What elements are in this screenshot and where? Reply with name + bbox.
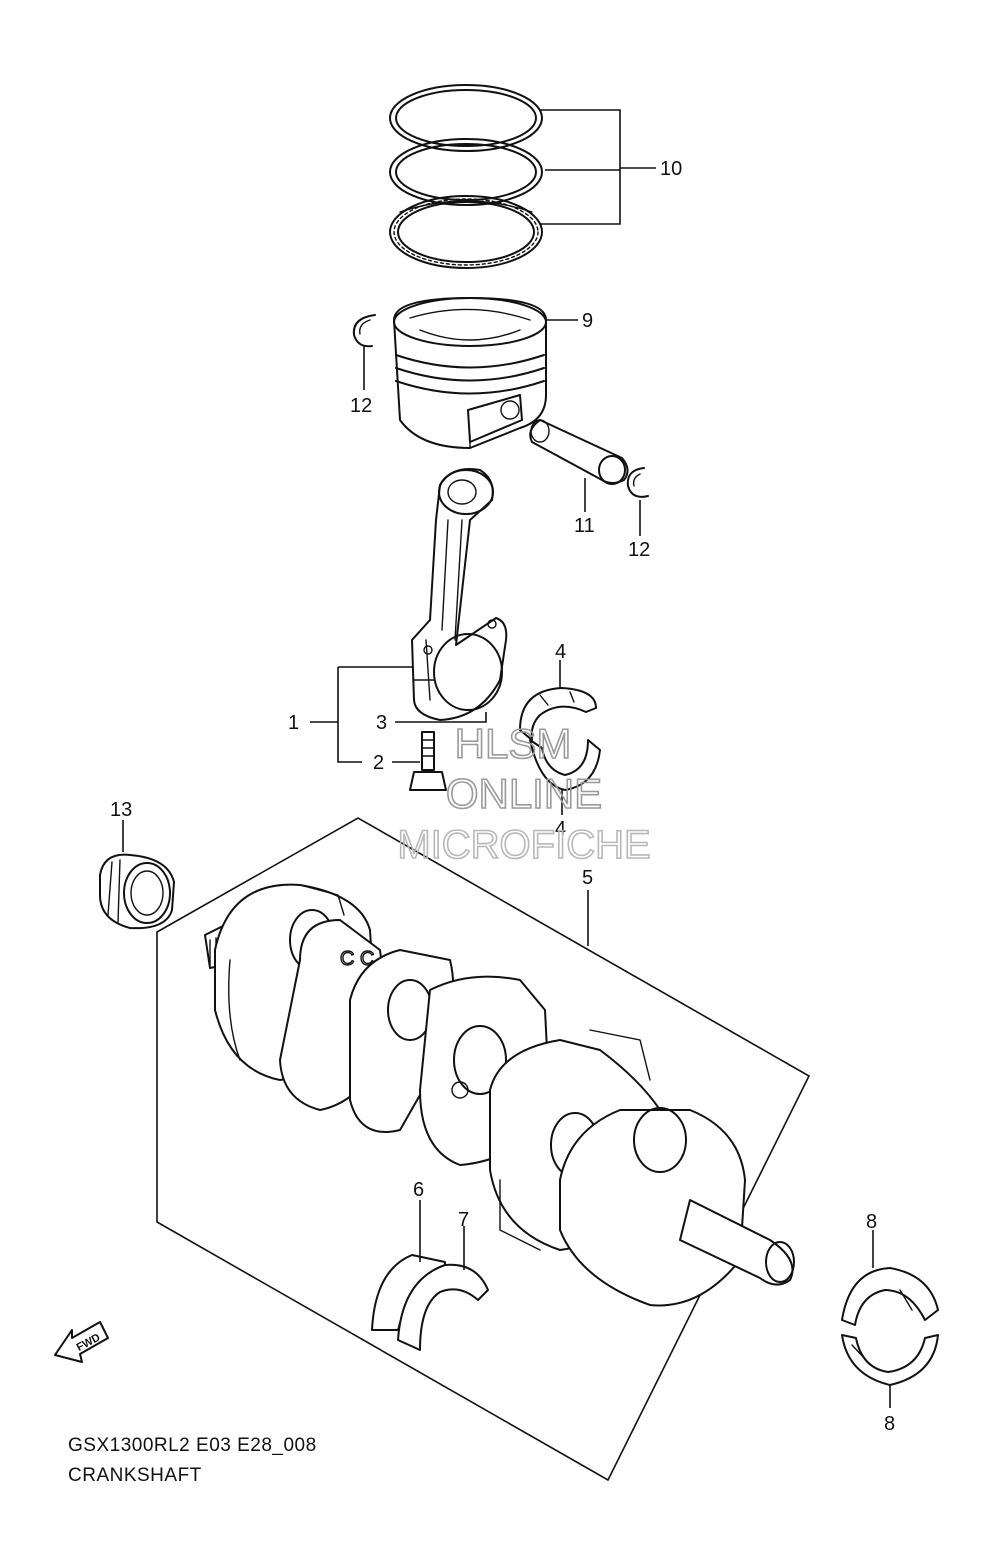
conrod-bearing-lower[interactable] — [529, 739, 601, 791]
diagram-code: GSX1300RL2 E03 E28_008 — [68, 1435, 317, 1456]
callout-13: 13 — [110, 799, 132, 821]
callout-10: 10 — [660, 158, 682, 180]
watermark-line-2: ONLINE — [446, 770, 602, 817]
fwd-arrow-icon: FWD — [54, 1321, 109, 1363]
callout-6: 6 — [413, 1179, 424, 1201]
watermark: HLSM ONLINE MICROFICHE — [397, 719, 652, 868]
callout-4a: 4 — [555, 641, 566, 663]
watermark-line-3: MICROFICHE — [397, 823, 650, 867]
callout-8b: 8 — [884, 1413, 895, 1435]
conrod-bolt[interactable] — [409, 731, 447, 791]
crank-main-bearing-lower[interactable] — [841, 1334, 939, 1386]
conrod-bearing-upper[interactable] — [519, 687, 597, 741]
piston-pin-circlip-right[interactable] — [626, 467, 649, 498]
leader-10 — [540, 109, 656, 225]
leader-3 — [395, 712, 487, 723]
callout-9: 9 — [582, 310, 593, 332]
diagram-title: CRANKSHAFT — [68, 1465, 202, 1486]
callout-1: 1 — [288, 712, 299, 734]
callout-12b: 12 — [628, 539, 650, 561]
needle-bearing[interactable] — [99, 853, 175, 930]
leader-1 — [310, 666, 412, 763]
callout-5: 5 — [582, 867, 593, 889]
callout-2: 2 — [373, 752, 384, 774]
callout-3: 3 — [376, 712, 387, 734]
piston-ring-set[interactable] — [389, 84, 543, 269]
crankshaft[interactable]: C C — [204, 883, 795, 1307]
callout-4b: 4 — [555, 818, 566, 840]
callout-11: 11 — [574, 515, 595, 537]
callout-12a: 12 — [350, 395, 372, 417]
callout-7: 7 — [458, 1209, 469, 1231]
thrust-bearing-right[interactable] — [397, 1263, 489, 1351]
piston-pin[interactable] — [529, 419, 629, 485]
piston-pin-circlip-left[interactable] — [352, 314, 376, 348]
connecting-rod[interactable] — [411, 468, 508, 721]
svg-text:C C: C C — [340, 948, 374, 970]
crank-main-bearing-upper[interactable] — [841, 1267, 939, 1326]
piston[interactable] — [393, 297, 547, 449]
callout-8a: 8 — [866, 1211, 877, 1233]
watermark-line-1: HLSM — [455, 720, 572, 767]
